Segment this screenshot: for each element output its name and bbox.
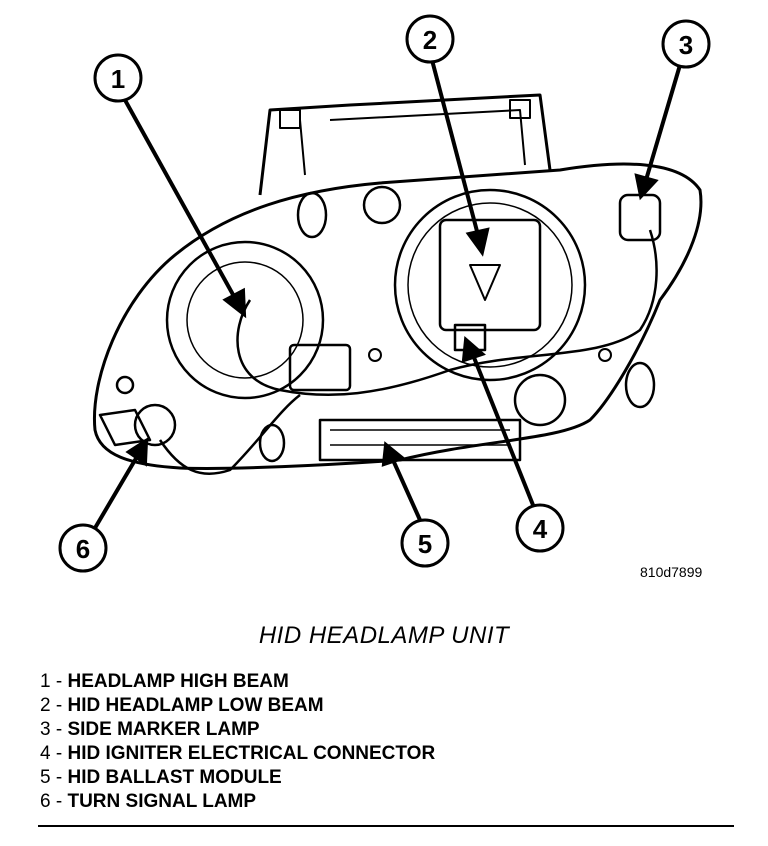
- legend-number: 2: [40, 695, 51, 716]
- wiring-harness: [236, 229, 658, 397]
- turn-signal-socket: [98, 408, 152, 447]
- callout-1: 1: [93, 53, 143, 103]
- legend-number: 5: [40, 767, 51, 788]
- legend-separator: -: [50, 695, 68, 716]
- legend-item: 4 - HID IGNITER ELECTRICAL CONNECTOR: [40, 742, 435, 766]
- svg-text:5: 5: [418, 529, 432, 559]
- headlamp-diagram: 1 2 3 4 5 6: [58, 14, 711, 573]
- legend-list: 1 - HEADLAMP HIGH BEAM 2 - HID HEADLAMP …: [40, 670, 435, 814]
- leader-line-1: [123, 99, 238, 301]
- callout-2: 2: [405, 14, 455, 64]
- leader-line-6: [93, 453, 140, 530]
- top-bracket: [258, 93, 552, 196]
- figure-id: 810d7899: [640, 564, 703, 580]
- legend-number: 4: [40, 743, 51, 764]
- svg-text:4: 4: [533, 514, 548, 544]
- leader-line-5: [391, 459, 422, 521]
- igniter-box: [438, 218, 542, 332]
- callout-3: 3: [661, 19, 711, 69]
- low-beam-reflector: [393, 188, 587, 382]
- callout-6: 6: [58, 523, 108, 573]
- ballast-module: [318, 418, 522, 462]
- legend-number: 3: [40, 719, 51, 740]
- leader-line-2: [430, 59, 480, 236]
- svg-text:2: 2: [423, 25, 437, 55]
- legend-separator: -: [50, 743, 68, 764]
- legend-separator: -: [50, 671, 68, 692]
- legend-label: HID IGNITER ELECTRICAL CONNECTOR: [67, 743, 436, 764]
- high-beam-reflector: [165, 240, 325, 400]
- diagram-title: HID HEADLAMP UNIT: [258, 622, 510, 649]
- legend-separator: -: [50, 791, 68, 812]
- legend-label: TURN SIGNAL LAMP: [67, 791, 257, 812]
- callout-4: 4: [515, 503, 565, 553]
- leader-line-3: [644, 64, 682, 181]
- side-marker-socket: [618, 193, 662, 242]
- legend-label: HID HEADLAMP LOW BEAM: [67, 695, 324, 716]
- svg-text:1: 1: [111, 64, 125, 94]
- legend-separator: -: [50, 767, 68, 788]
- bottom-rule: [38, 825, 734, 827]
- leader-line-4: [471, 354, 537, 511]
- legend-number: 6: [40, 791, 51, 812]
- legend-item: 1 - HEADLAMP HIGH BEAM: [40, 670, 435, 694]
- legend-item: 5 - HID BALLAST MODULE: [40, 766, 435, 790]
- legend-label: SIDE MARKER LAMP: [67, 719, 260, 740]
- legend-label: HID BALLAST MODULE: [67, 767, 282, 788]
- legend-label: HEADLAMP HIGH BEAM: [67, 671, 289, 692]
- legend-item: 3 - SIDE MARKER LAMP: [40, 718, 435, 742]
- housing-outline: [92, 162, 703, 470]
- svg-text:3: 3: [679, 30, 693, 60]
- callout-5: 5: [400, 518, 450, 568]
- legend-separator: -: [50, 719, 68, 740]
- legend-item: 6 - TURN SIGNAL LAMP: [40, 790, 435, 814]
- legend-item: 2 - HID HEADLAMP LOW BEAM: [40, 694, 435, 718]
- svg-text:6: 6: [76, 534, 90, 564]
- legend-number: 1: [40, 671, 51, 692]
